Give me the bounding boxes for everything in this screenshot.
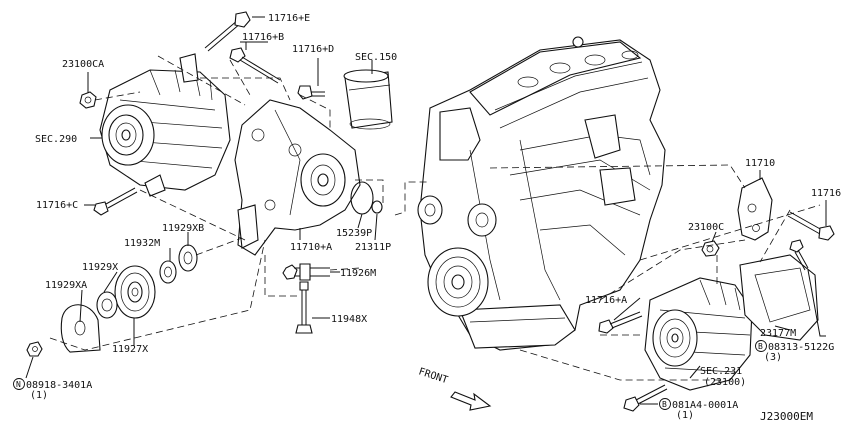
- oil-filter: [343, 69, 393, 130]
- marker-circle-b: [755, 340, 767, 352]
- front-label: FRONT: [417, 366, 449, 386]
- bolt-081A4-0001A: [623, 384, 668, 412]
- washer-11929X: [96, 291, 118, 319]
- bolt-08313-5122G: [789, 239, 809, 271]
- bearing-11932M: [159, 260, 177, 284]
- label-11932M: 11932M: [124, 238, 160, 249]
- nut-23100CA: [79, 91, 97, 109]
- label-11929XA: 11929XA: [45, 280, 87, 291]
- alternator-lower: [644, 277, 753, 391]
- label-11716C: 11716+C: [36, 200, 78, 211]
- label-23100C: 23100C: [688, 222, 724, 233]
- nut-08918-3401A: [26, 341, 43, 357]
- label-08918-qty: (1): [30, 390, 48, 401]
- label-sec150: SEC.150: [355, 52, 397, 63]
- label-21311P: 21311P: [355, 242, 391, 253]
- cover-11929XA: [60, 304, 101, 353]
- marker-b-letter: B: [662, 400, 667, 409]
- leader-lines: [25, 16, 827, 405]
- marker-n-letter: N: [16, 380, 21, 389]
- label-11716D: 11716+D: [292, 44, 334, 55]
- label-23100CA: 23100CA: [62, 59, 104, 70]
- bolt-11926M: [282, 263, 330, 281]
- marker-b-letter: B: [758, 342, 763, 351]
- label-08313-qty: (3): [764, 352, 782, 363]
- diagram-id: J23000EM: [760, 410, 813, 423]
- bolt-11716E: [204, 11, 251, 52]
- bolt-callout-08313: B 08313-5122G (3): [755, 340, 834, 363]
- label-11710: 11710: [745, 158, 775, 169]
- label-11710A: 11710+A: [290, 242, 332, 253]
- o-ring-21311P: [371, 200, 383, 214]
- label-11926M: 11926M: [340, 268, 376, 279]
- label-23177M: 23177M: [760, 328, 796, 339]
- dashed-guide-lines: [49, 55, 821, 381]
- bolt-11716: [787, 211, 835, 241]
- label-sec231: SEC.231: [700, 366, 742, 377]
- nut-callout-08918: N 08918-3401A (1): [13, 378, 92, 401]
- bracket-11710: [737, 177, 773, 241]
- cover-23177M: [739, 254, 819, 341]
- label-08313-5122G: 08313-5122G: [768, 342, 834, 353]
- marker-circle-b: [659, 398, 671, 410]
- bolt-callout-081A4: B 081A4-0001A (1): [659, 398, 738, 421]
- bolt-11716C: [93, 187, 138, 216]
- label-081A4-qty: (1): [676, 410, 694, 421]
- label-11929X: 11929X: [82, 262, 118, 273]
- label-11929XB: 11929XB: [162, 223, 204, 234]
- marker-circle-n: [13, 378, 25, 390]
- label-11716: 11716: [811, 188, 841, 199]
- label-11948X: 11948X: [331, 314, 367, 325]
- bracket-11710A: [234, 99, 361, 256]
- label-11716A: 11716+A: [585, 295, 627, 306]
- pulley-11927X: [114, 265, 156, 319]
- spacer-11929XB: [178, 244, 198, 272]
- alternator-upper: [99, 53, 231, 197]
- bolt-11716D: [297, 85, 325, 100]
- label-11716E: 11716+E: [268, 13, 310, 24]
- o-ring-15239P: [350, 181, 374, 215]
- bolt-11716A: [598, 311, 643, 334]
- bolt-11716B: [229, 47, 281, 84]
- label-23100: (23100): [704, 377, 746, 388]
- front-direction-arrow: [450, 391, 492, 411]
- label-11716B: 11716+B: [242, 32, 284, 43]
- label-11927X: 11927X: [112, 344, 148, 355]
- label-081A4-0001A: 081A4-0001A: [672, 400, 738, 411]
- bolt-11948X: [295, 281, 313, 334]
- nut-23100C: [701, 240, 720, 257]
- label-15239P: 15239P: [336, 228, 372, 239]
- label-sec290: SEC.290: [35, 134, 77, 145]
- engine-block: [417, 36, 666, 351]
- label-08918-3401A: 08918-3401A: [26, 380, 92, 391]
